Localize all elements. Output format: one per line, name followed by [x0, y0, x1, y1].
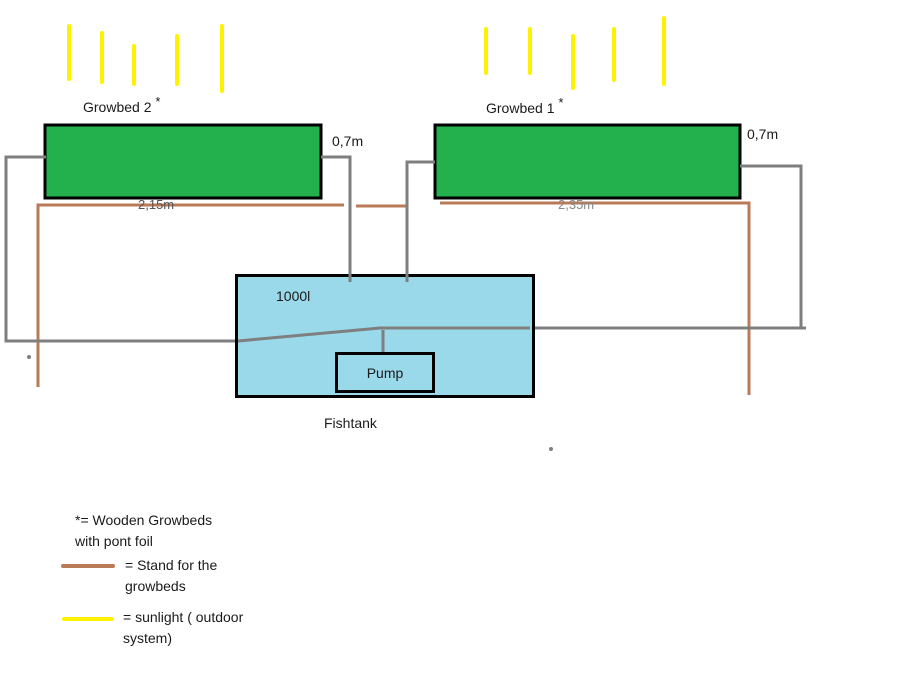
legend-stand-line-1: = Stand for the	[125, 557, 218, 573]
stand-growbed-2	[36, 203, 344, 387]
growbed-1-length-label: 2,35m	[558, 197, 595, 212]
return-pipe-growbed-1	[740, 164, 803, 328]
growbed-2-height-label: 0,7m	[332, 133, 364, 149]
legend-stand-text: = Stand for the growbeds	[125, 555, 217, 597]
legend-star-text: *= Wooden Growbeds with pont foil	[75, 510, 212, 552]
supply-pipe-in-tank	[237, 326, 530, 343]
growbed-1-title: Growbed 1	[486, 100, 555, 116]
drain-pipe-growbed-2	[321, 155, 352, 282]
growbed-2-title: Growbed 2	[83, 99, 152, 115]
growbed-2-length-label: 2,15m	[138, 197, 175, 212]
growbed-1-height-label: 0,7m	[747, 126, 779, 142]
growbed-1-star: *	[558, 95, 564, 110]
dot-marker	[27, 355, 31, 359]
growbed-1-box	[433, 123, 742, 200]
growbed-2-box	[43, 123, 323, 200]
growbed-2-label: Growbed 2 *	[83, 94, 160, 115]
legend-star-line-2: with pont foil	[75, 533, 153, 549]
fishtank-caption: Fishtank	[324, 415, 377, 431]
legend-sun-line-2: system)	[123, 630, 172, 646]
legend-stand-line-2: growbeds	[125, 578, 186, 594]
growbed-2-star: *	[155, 94, 161, 109]
stand-growbed-1	[440, 201, 751, 395]
growbed-1-label: Growbed 1 *	[486, 95, 563, 116]
dot-marker	[549, 447, 553, 451]
feed-pipe-growbed-1	[405, 160, 435, 282]
fishtank-volume-label: 1000l	[276, 288, 311, 304]
legend-sun-line-1: = sunlight ( outdoor	[123, 609, 244, 625]
legend-sunlight-text: = sunlight ( outdoor system)	[123, 607, 243, 649]
sunlight-right	[484, 16, 666, 90]
sunlight-left	[67, 24, 224, 93]
growbed-stand	[36, 201, 751, 395]
legend-star-line-1: *= Wooden Growbeds	[75, 512, 213, 528]
pump-label: Pump	[366, 364, 404, 381]
pump-box: Pump	[335, 352, 435, 393]
